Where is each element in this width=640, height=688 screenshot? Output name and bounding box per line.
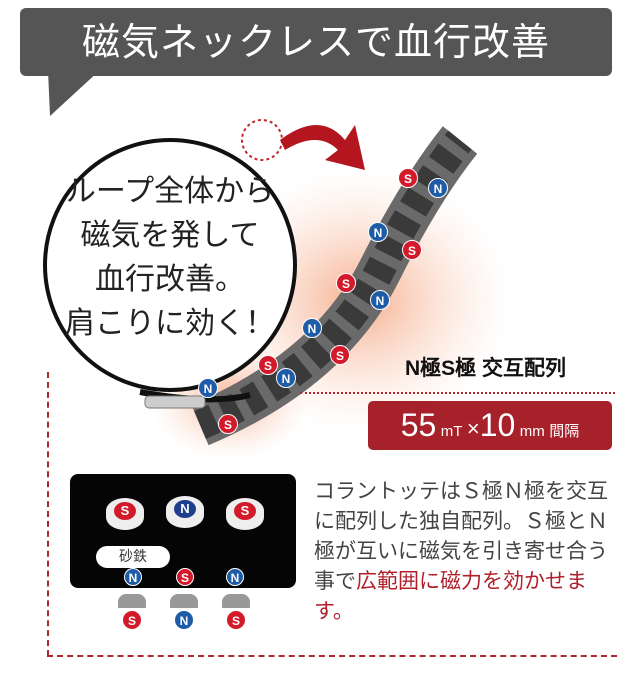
necklace-loop — [43, 138, 297, 392]
banner-tail — [48, 70, 100, 116]
magnet-south: S — [336, 273, 356, 293]
pole-label: N — [174, 500, 196, 518]
magnet-cap: S — [226, 498, 264, 530]
iron-sand-photo: S N S 砂鉄 N S N — [70, 474, 296, 588]
magnet-north: N — [302, 318, 322, 338]
magnet-south: S — [330, 345, 350, 365]
magnet-cap: S — [106, 498, 144, 530]
magnet-pad — [170, 594, 198, 608]
spec-unit: mm — [519, 423, 545, 440]
description-text: コラントッテはＳ極Ｎ極を交互に配列した独自配列。Ｓ極とＮ極が互いに磁気を引き寄せ… — [314, 479, 608, 593]
title-banner: 磁気ネックレスで血行改善 — [20, 8, 612, 76]
spec-value: 55 — [400, 407, 437, 443]
zoom-marker — [241, 119, 283, 161]
divider — [300, 392, 615, 394]
magnet-south: S — [398, 168, 418, 188]
magnet-north: N — [198, 378, 218, 398]
magnet-pad — [118, 594, 146, 608]
bubble-line: 磁気を発して — [80, 218, 260, 253]
magnet-south: S — [258, 355, 278, 375]
magnet-pad — [222, 594, 250, 608]
frame-border — [47, 372, 49, 656]
bubble-text: ループ全体から 磁気を発して 血行改善。 肩こりに効く！ — [50, 170, 290, 346]
spec-suffix: 間隔 — [549, 423, 580, 440]
bubble-line: 血行改善。 — [95, 262, 245, 297]
magnet-south: S — [402, 240, 422, 260]
magnet-north: N — [276, 368, 296, 388]
bubble-line: 肩こりに効く！ — [65, 306, 275, 341]
spec-times: × — [466, 416, 480, 441]
magnet-north: N — [428, 178, 448, 198]
magnet-south: S — [226, 610, 246, 630]
magnet-cap: N — [166, 496, 204, 528]
spec-unit: mT — [440, 423, 463, 440]
spec-badge: 55 mT ×10 mm 間隔 — [368, 401, 612, 450]
magnet-south: S — [218, 414, 238, 434]
description-highlight: 広範囲に磁力を効かせます。 — [314, 569, 587, 623]
magnet-south: S — [122, 610, 142, 630]
magnet-north: N — [174, 610, 194, 630]
banner-title: 磁気ネックレスで血行改善 — [81, 20, 550, 64]
magnet-north: N — [370, 290, 390, 310]
frame-border — [47, 655, 617, 657]
magnet-north: N — [124, 568, 142, 586]
headline: N極S極 交互配列 — [405, 357, 567, 380]
pole-label: S — [114, 502, 136, 520]
description: コラントッテはＳ極Ｎ極を交互に配列した独自配列。Ｓ極とＮ極が互いに磁気を引き寄せ… — [314, 476, 614, 626]
magnet-south: S — [176, 568, 194, 586]
bubble-line: ループ全体から — [65, 174, 275, 209]
arrow-icon — [280, 125, 365, 170]
iron-sand-label: 砂鉄 — [96, 546, 170, 568]
spec-value: 10 — [479, 407, 516, 443]
magnet-north: N — [226, 568, 244, 586]
clasp — [144, 395, 206, 409]
pole-label: S — [234, 502, 256, 520]
magnet-north: N — [368, 222, 388, 242]
